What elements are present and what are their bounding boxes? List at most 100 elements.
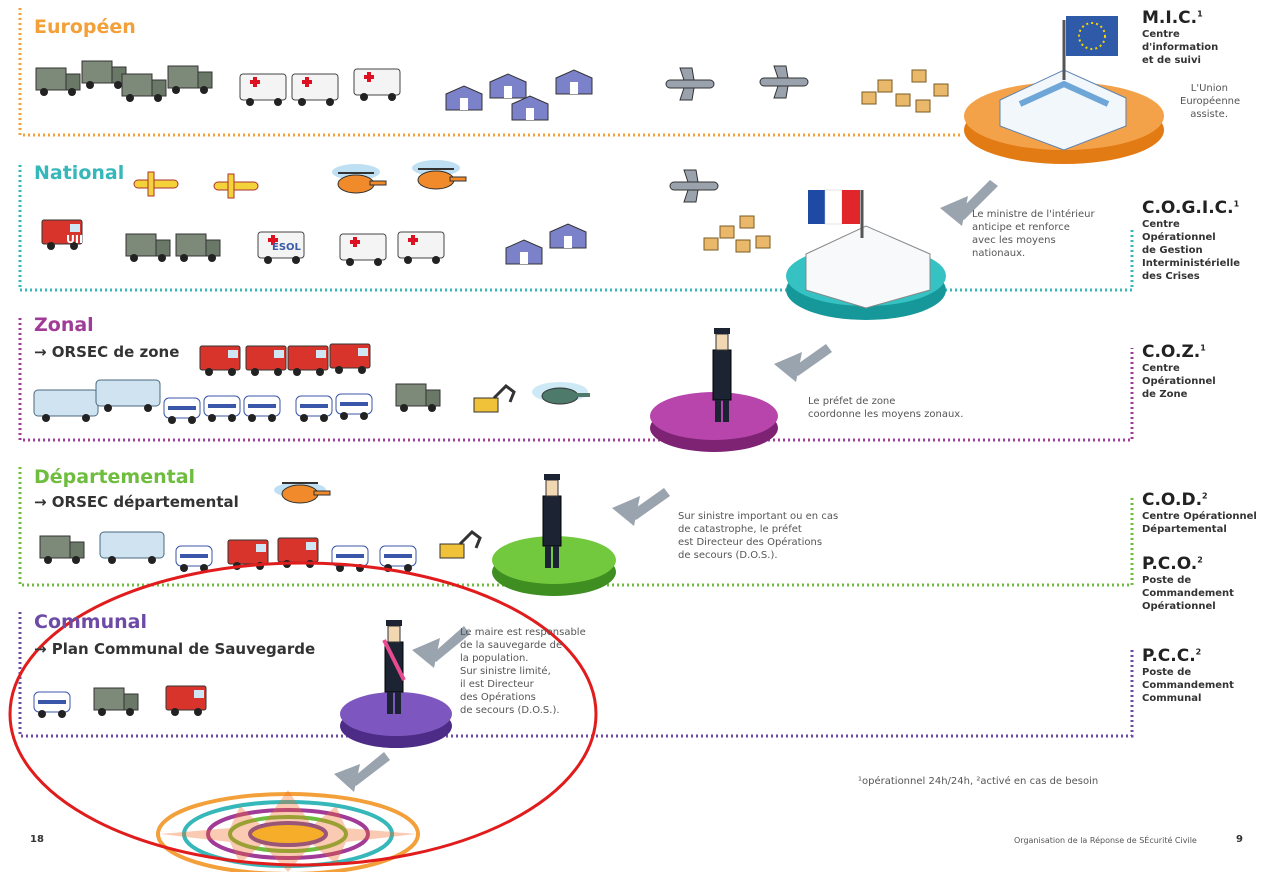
zonal-buses	[33, 379, 161, 423]
page-number-right: 9	[1236, 834, 1243, 845]
org-cogic-full-2: Opérationnel	[1142, 232, 1216, 243]
note-communal-line-6: des Opérations	[460, 692, 536, 703]
level-title-communal: Communal	[34, 611, 147, 633]
page-number-left: 18	[30, 834, 44, 845]
org-cogic-full-1: Centre	[1142, 219, 1180, 230]
zonal-firetrucks	[199, 343, 371, 377]
org-coz-full-1: Centre	[1142, 363, 1180, 374]
level-title-europeen: Européen	[34, 16, 136, 38]
org-mic-full-3: et de suivi	[1142, 55, 1201, 66]
level-subtitle-departemental: → ORSEC départemental	[34, 493, 239, 511]
note-dept-line-2: de catastrophe, le préfet	[678, 524, 802, 535]
mic-platform	[964, 16, 1164, 164]
incident-target	[156, 790, 420, 872]
band-departemental	[18, 467, 1134, 587]
zonal-digger	[472, 384, 516, 414]
eu-tents	[445, 69, 593, 121]
note-communal: Le maire est responsable de la sauvegard…	[460, 626, 586, 717]
note-communal-line-4: Sur sinistre limité,	[460, 666, 551, 677]
org-cogic: C.O.G.I.C.1 Centre Opérationnel de Gesti…	[1142, 198, 1240, 283]
org-cod-acronym: C.O.D.	[1142, 490, 1203, 510]
org-pcc-full-2: Commandement	[1142, 680, 1234, 691]
national-canadairs	[133, 171, 259, 199]
org-coz-full-2: Opérationnel	[1142, 376, 1216, 387]
note-national-line-3: avec les moyens	[972, 235, 1056, 246]
national-plane	[669, 169, 719, 203]
org-pco-sup: 2	[1197, 555, 1203, 565]
org-cogic-full-4: Interministérielle	[1142, 258, 1241, 269]
zonal-helicopter	[532, 382, 590, 405]
org-coz-sup: 1	[1200, 343, 1206, 353]
footnote: ¹opérationnel 24h/24h, ²activé en cas de…	[858, 776, 1099, 787]
org-mic-sup: 1	[1197, 9, 1203, 19]
arrow-communal-to-target	[334, 752, 390, 792]
cogic-platform	[786, 189, 946, 320]
note-zonal-line-2: coordonne les moyens zonaux.	[808, 409, 964, 420]
note-communal-line-7: de secours (D.O.S.).	[460, 705, 560, 716]
org-pco-acronym: P.C.O.	[1142, 554, 1198, 574]
org-mic-full-2: d'information	[1142, 42, 1219, 53]
note-national-line-4: nationaux.	[972, 248, 1026, 259]
org-coz-full-3: de Zone	[1142, 389, 1188, 400]
org-cogic-sup: 1	[1233, 199, 1240, 209]
org-coz-acronym: C.O.Z.	[1142, 342, 1201, 362]
national-tents	[505, 223, 587, 265]
org-cod-full-2: Départemental	[1142, 524, 1227, 535]
dept-helicopter	[274, 482, 331, 504]
eu-ambulances	[239, 68, 401, 107]
band-zonal	[18, 318, 1134, 442]
note-eu-line-3: assiste.	[1190, 109, 1228, 120]
org-mic-full-1: Centre	[1142, 29, 1180, 40]
org-mic: M.I.C.1 Centre d'information et de suivi	[1142, 8, 1218, 67]
note-zonal-line-1: Le préfet de zone	[808, 396, 896, 407]
note-dept-line-3: est Directeur des Opérations	[678, 537, 823, 548]
national-helicopters	[332, 160, 467, 194]
esol-label: ESOL	[272, 242, 301, 253]
arrow-national-to-zonal	[774, 344, 832, 382]
arrow-eu-to-national	[940, 180, 998, 226]
note-communal-line-2: de la sauvegarde de	[460, 640, 563, 651]
org-mic-acronym: M.I.C.	[1142, 8, 1198, 28]
note-eu-line-1: L'Union	[1190, 83, 1228, 94]
org-pco: P.C.O.2 Poste de Commandement Opérationn…	[1142, 554, 1234, 613]
level-title-departemental: Départemental	[34, 466, 196, 488]
note-zonal: Le préfet de zone coordonne les moyens z…	[808, 395, 963, 421]
level-title-national: National	[34, 162, 125, 184]
uiisc-label: UIISC	[66, 233, 100, 246]
cod-platform	[492, 473, 616, 596]
highlight-oval	[8, 561, 598, 867]
national-trucks	[125, 233, 221, 263]
org-cogic-full-5: des Crises	[1142, 271, 1200, 282]
note-national: Le ministre de l'intérieur anticipe et r…	[972, 208, 1095, 260]
running-title: Organisation de la Réponse de SÉcurité C…	[1014, 836, 1197, 845]
org-pcc-sup: 2	[1195, 647, 1202, 657]
note-eu: L'Union Européenne assiste.	[1180, 82, 1241, 121]
zonal-truck	[395, 383, 441, 413]
band-national	[18, 165, 1134, 292]
org-pco-full-3: Opérationnel	[1142, 601, 1216, 612]
org-pcc-acronym: P.C.C.	[1142, 646, 1196, 666]
note-communal-line-5: il est Directeur	[460, 679, 534, 690]
national-crates	[703, 215, 771, 253]
note-national-line-1: Le ministre de l'intérieur	[972, 209, 1095, 220]
level-subtitle-zonal: → ORSEC de zone	[34, 343, 180, 361]
note-dept-line-4: de secours (D.O.S.).	[678, 550, 778, 561]
eu-planes	[665, 65, 809, 101]
note-eu-line-2: Européenne	[1180, 96, 1241, 107]
level-subtitle-communal: → Plan Communal de Sauvegarde	[34, 640, 316, 658]
coz-platform	[650, 327, 778, 452]
band-europeen	[18, 8, 960, 137]
org-pcc-full-3: Communal	[1142, 693, 1202, 704]
org-cod-sup: 2	[1202, 491, 1208, 501]
eu-trucks	[35, 60, 213, 103]
org-cogic-acronym: C.O.G.I.C.	[1142, 198, 1234, 218]
eu-crates	[861, 69, 949, 113]
org-pco-full-2: Commandement	[1142, 588, 1234, 599]
note-communal-line-1: Le maire est responsable	[460, 627, 586, 638]
level-title-zonal: Zonal	[34, 314, 94, 336]
note-communal-line-3: la population.	[460, 653, 529, 664]
org-pcc: P.C.C.2 Poste de Commandement Communal	[1142, 646, 1234, 705]
communal-vehicles	[33, 685, 207, 719]
org-coz: C.O.Z.1 Centre Opérationnel de Zone	[1142, 342, 1216, 401]
